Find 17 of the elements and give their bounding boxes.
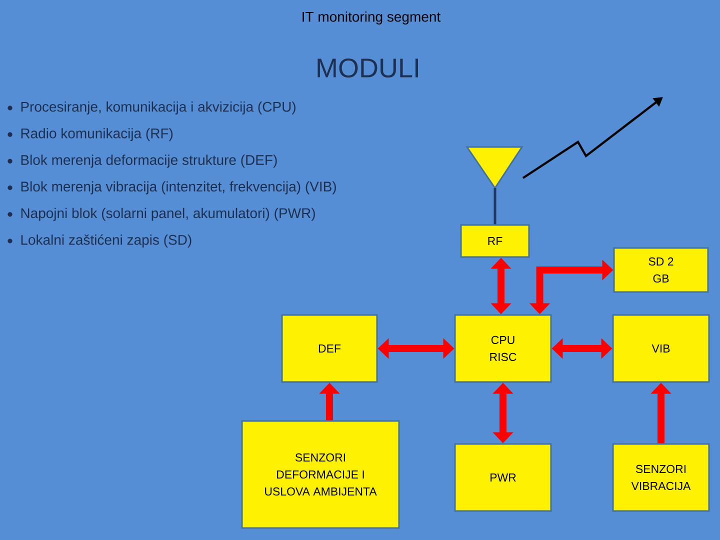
list-item: Radio komunikacija (RF) <box>21 128 173 142</box>
module-box: VIB <box>612 314 710 383</box>
heading: MODULI <box>318 58 418 78</box>
module-box: SENZORI DEFORMACIJE I USLOVA AMBIJENTA <box>241 420 400 529</box>
module-box: PWR <box>454 443 552 512</box>
module-box: DEF <box>281 314 378 383</box>
list-item: Procesiranje, komunikacija i akvizicija (CPU) <box>21 101 296 115</box>
module-box: CPU RISC <box>454 314 552 383</box>
list-item: Napojni blok (solarni panel, akumulatori) (PWR) <box>21 208 315 221</box>
module-box: RF <box>460 224 530 258</box>
list-item: Blok merenja deformacije strukture (DEF) <box>21 154 277 168</box>
list-item: Blok merenja vibracija (intenzitet, frekvencija) (VIB) <box>21 181 336 194</box>
title: IT monitoring segment <box>302 11 441 25</box>
module-box: SENZORI VIBRACIJA <box>612 443 710 512</box>
list-item: Lokalni zaštićeni zapis (SD) <box>21 234 192 248</box>
connector-line <box>494 188 496 224</box>
module-box: SD 2 GB <box>613 247 709 293</box>
